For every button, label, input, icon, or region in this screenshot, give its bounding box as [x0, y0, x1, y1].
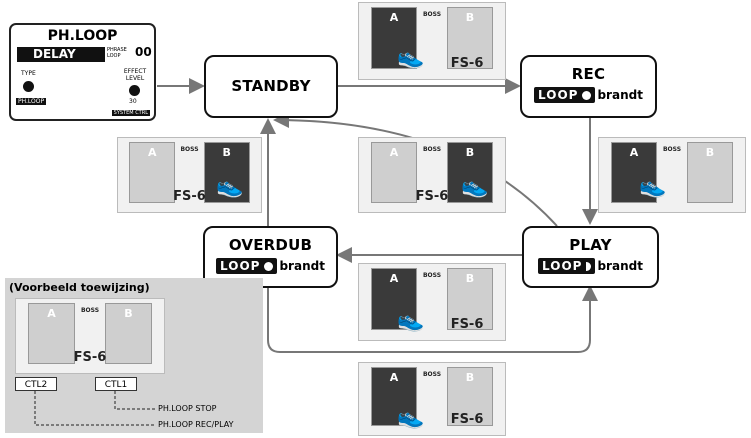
switch-b-label: B — [465, 11, 475, 24]
overdub-lamp-status: brandt — [279, 259, 325, 273]
switch-a-pressed: A — [370, 268, 418, 331]
switch-a-label: A — [629, 146, 639, 159]
switch-b: B — [446, 367, 494, 427]
play-loop-badge: LOOP — [538, 258, 596, 274]
pedal-model: FS-6 — [450, 56, 484, 71]
boss-logo: BOSS — [662, 146, 682, 153]
switch-b-label: B — [222, 146, 231, 159]
legend-dashed-lines — [34, 391, 155, 426]
switch-b: B — [446, 268, 494, 331]
switch-a-pressed: A — [370, 7, 418, 70]
state-play: PLAY LOOP brandt — [522, 226, 659, 288]
state-overdub: OVERDUB LOOP brandt — [203, 226, 338, 288]
switch-b: B — [686, 142, 734, 203]
pedal-top: A BOSS B FS-6 👟 — [358, 2, 506, 80]
rec-lamp-status: brandt — [597, 88, 643, 102]
lamp-icon — [264, 261, 274, 271]
play-lamp-status: brandt — [597, 259, 643, 273]
effect-name-text: DELAY — [33, 47, 76, 61]
boss-logo: BOSS — [180, 146, 199, 153]
rec-loop-badge: LOOP — [534, 87, 596, 103]
overdub-loop-badge: LOOP — [216, 258, 278, 274]
type-knob — [23, 81, 34, 92]
switch-b-pressed: B — [203, 142, 250, 203]
legend-title: (Voorbeeld toewijzing) — [9, 281, 150, 294]
switch-b: B — [104, 303, 153, 364]
overdub-loop-indicator: LOOP brandt — [205, 258, 336, 274]
legend-pedal: A BOSS B FS-6 — [15, 298, 165, 374]
pedal-lower: A BOSS B FS-6 👟 — [358, 263, 506, 341]
switch-a-label: A — [389, 371, 399, 384]
switch-a-label: A — [389, 11, 399, 24]
state-standby: STANDBY — [204, 55, 338, 118]
switch-b: B — [446, 7, 494, 70]
switch-a-label: A — [47, 307, 56, 320]
rec-loop-indicator: LOOP brandt — [522, 87, 655, 103]
pedal-model: FS-6 — [450, 317, 484, 332]
state-standby-title: STANDBY — [231, 77, 311, 95]
switch-a-pressed: A — [370, 367, 418, 427]
type-value: PH.LOOP — [16, 98, 47, 105]
foot-icon: 👟 — [639, 174, 667, 199]
pedal-model: FS-6 — [173, 189, 206, 204]
rec-loop-label: LOOP — [538, 88, 579, 102]
phloop-display-panel: PH.LOOP DELAY PHRASE LOOP 00 TYPE PH.LOO… — [9, 23, 156, 121]
legend-ph-loop-stop: PH.LOOP STOP — [158, 404, 217, 413]
state-rec: REC LOOP brandt — [520, 55, 657, 118]
switch-a-label: A — [389, 272, 399, 285]
pedal-model: FS-6 — [415, 189, 449, 204]
arrow-overdub-to-play — [267, 285, 598, 353]
phrase-loop-value: 00 — [135, 45, 152, 59]
state-play-title: PLAY — [569, 236, 612, 254]
overdub-loop-label: LOOP — [220, 259, 261, 273]
switch-a-pressed: A — [610, 142, 658, 203]
foot-icon: 👟 — [216, 174, 244, 199]
effect-level-value: 30 — [129, 98, 137, 105]
boss-logo: BOSS — [80, 307, 100, 314]
state-rec-title: REC — [571, 65, 606, 83]
switch-b-label: B — [465, 146, 475, 159]
boss-logo: BOSS — [422, 146, 442, 153]
switch-a: A — [129, 142, 176, 203]
boss-logo: BOSS — [422, 272, 442, 279]
foot-icon: 👟 — [397, 45, 425, 70]
switch-b-label: B — [465, 371, 475, 384]
effect-name-display: DELAY — [17, 47, 105, 62]
play-loop-label: LOOP — [542, 259, 583, 273]
lamp-icon — [582, 90, 592, 100]
effect-level-label: EFFECT LEVEL — [123, 68, 147, 82]
play-loop-indicator: LOOP brandt — [524, 258, 657, 274]
pedal-right: A BOSS B 👟 — [598, 137, 746, 213]
state-overdub-title: OVERDUB — [228, 236, 313, 254]
lamp-blink-icon — [586, 261, 592, 271]
switch-b-label: B — [465, 272, 475, 285]
ctl2-box: CTL2 — [15, 377, 57, 391]
pedal-model: FS-6 — [73, 350, 107, 365]
switch-a-label: A — [389, 146, 399, 159]
pedal-left: A BOSS B FS-6 👟 — [117, 137, 262, 213]
switch-b-label: B — [124, 307, 133, 320]
boss-logo: BOSS — [422, 371, 442, 378]
panel-title: PH.LOOP — [47, 28, 118, 44]
ctl1-box: CTL1 — [95, 377, 137, 391]
type-label: TYPE — [21, 70, 36, 77]
legend-ph-loop-rec-play: PH.LOOP REC/PLAY — [158, 420, 234, 429]
assignment-example-box: (Voorbeeld toewijzing) A BOSS B FS-6 CTL… — [5, 278, 263, 433]
phrase-loop-label: PHRASE LOOP — [107, 47, 127, 59]
foot-icon: 👟 — [397, 308, 425, 333]
foot-icon: 👟 — [461, 174, 489, 199]
switch-a: A — [27, 303, 76, 364]
foot-icon: 👟 — [397, 405, 425, 430]
switch-a: A — [370, 142, 418, 203]
pedal-middle: A BOSS B FS-6 👟 — [358, 137, 506, 213]
pedal-model: FS-6 — [450, 412, 484, 427]
switch-b-pressed: B — [446, 142, 494, 203]
panel-bottom-label: SYSTEM CTRL — [111, 110, 150, 116]
switch-a-label: A — [148, 146, 157, 159]
switch-b-label: B — [705, 146, 715, 159]
boss-logo: BOSS — [422, 11, 442, 18]
effect-level-knob — [129, 85, 140, 96]
pedal-bottom: A BOSS B FS-6 👟 — [358, 362, 506, 436]
